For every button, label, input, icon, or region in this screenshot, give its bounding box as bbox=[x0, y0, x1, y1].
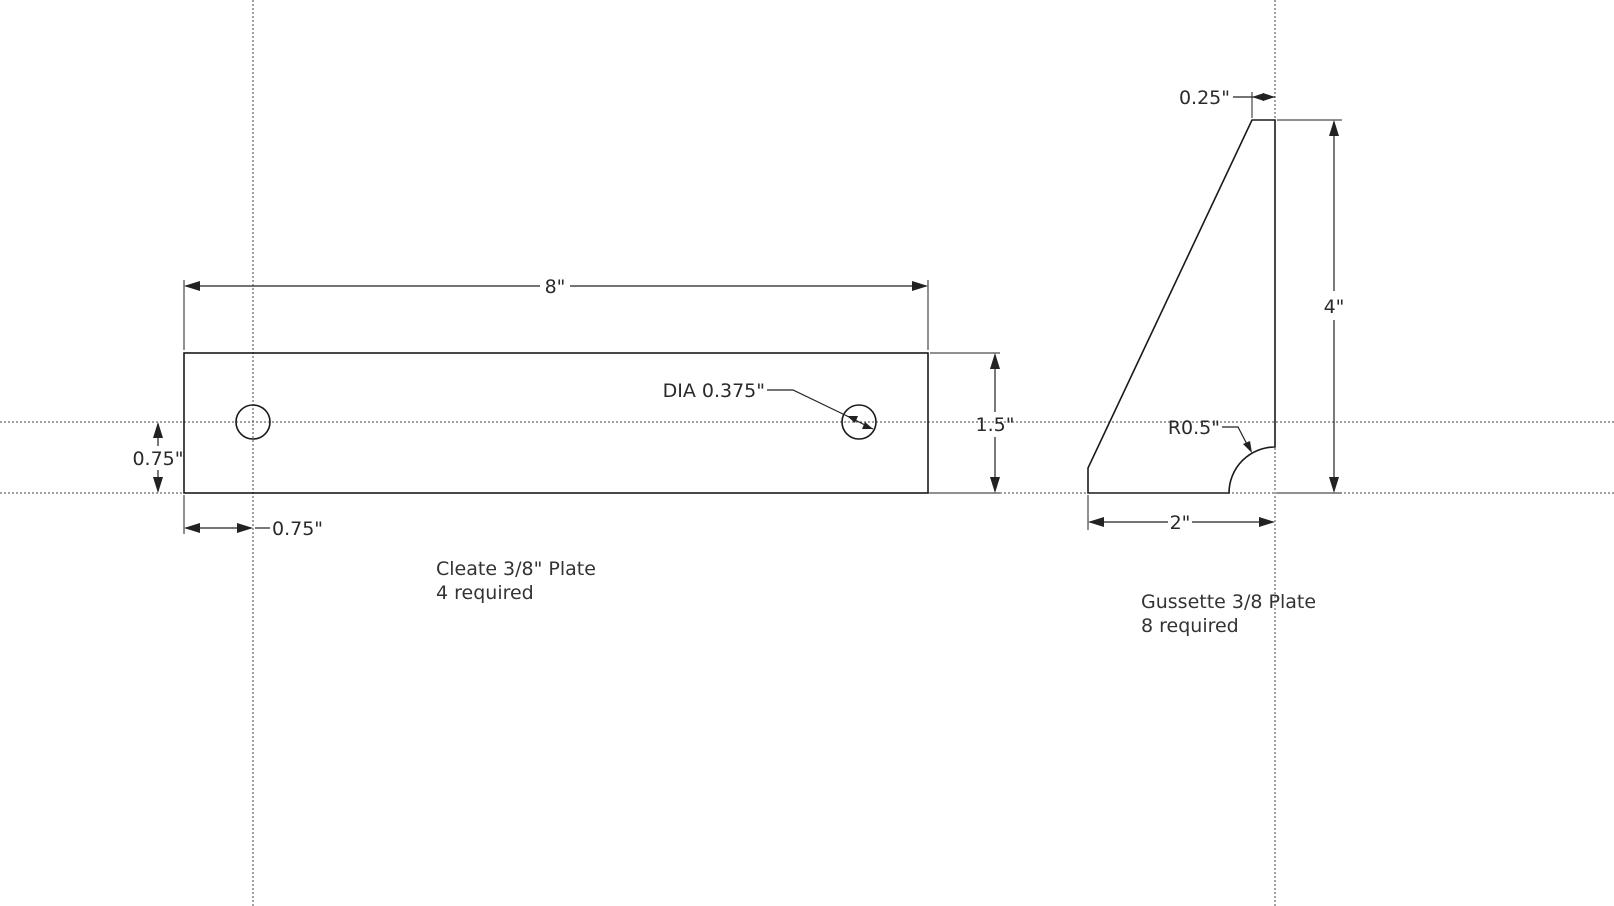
gusset-height-label: 4" bbox=[1324, 296, 1345, 318]
cleat-hole-diameter-leader: DIA 0.375" bbox=[663, 380, 874, 430]
gusset-outline bbox=[1087, 119, 1276, 494]
cleat-hole-offset-x-dimension: 0.75" bbox=[183, 495, 323, 540]
cleat-hole-offset-x-label: 0.75" bbox=[272, 518, 323, 540]
gusset-top-width-dimension: 0.25" bbox=[1179, 87, 1275, 118]
gusset-radius-label: R0.5" bbox=[1168, 417, 1220, 439]
cleat-hole-offset-y-label: 0.75" bbox=[132, 448, 183, 470]
cleat-height-label: 1.5" bbox=[976, 414, 1015, 436]
cleat-length-dimension: 8" bbox=[183, 276, 929, 350]
cleat-height-dimension: 1.5" bbox=[930, 352, 1015, 494]
gusset-radius-leader: R0.5" bbox=[1168, 417, 1252, 453]
gusset-note-quantity: 8 required bbox=[1141, 615, 1239, 637]
cleat-note-quantity: 4 required bbox=[436, 582, 534, 604]
cleat-note-title: Cleate 3/8" Plate bbox=[436, 558, 596, 580]
cleat-outline bbox=[183, 352, 929, 494]
cleat-hole-diameter-label: DIA 0.375" bbox=[663, 380, 765, 402]
gusset-width-label: 2" bbox=[1170, 512, 1191, 534]
gusset-top-width-label: 0.25" bbox=[1179, 87, 1230, 109]
cleat-length-label: 8" bbox=[545, 276, 566, 298]
gusset-note-title: Gussette 3/8 Plate bbox=[1141, 591, 1316, 613]
cleat-hole-offset-y-dimension: 0.75" bbox=[132, 422, 184, 493]
cleat-plate: 8" 1.5" 0.75" 0.75" bbox=[132, 276, 1014, 604]
cleat-hole-left bbox=[235, 404, 271, 440]
cleat-hole-right bbox=[841, 404, 877, 440]
gusset-width-dimension: 2" bbox=[1087, 495, 1275, 534]
gusset-plate: 0.25" 4" R0.5" 2" Gussette 3 bbox=[1087, 87, 1345, 637]
gusset-height-dimension: 4" bbox=[1277, 119, 1345, 494]
